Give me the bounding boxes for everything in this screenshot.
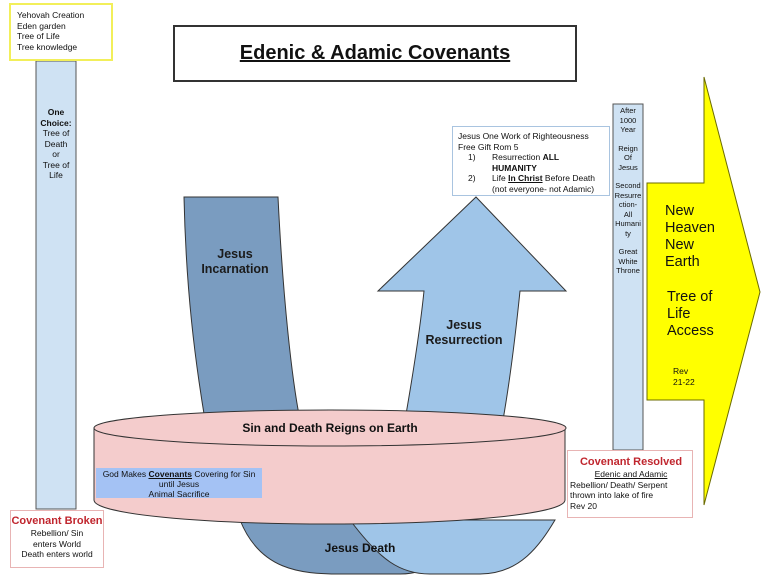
free-gift-box: Jesus One Work of Righteousness Free Gif…: [452, 126, 610, 196]
item-text-bold: HUMANITY: [492, 162, 537, 173]
arrow-line: New: [665, 237, 695, 253]
pillar-line: All: [623, 209, 633, 219]
arrow-line: Life: [667, 306, 691, 322]
yellow-arrow-shape: [646, 76, 761, 506]
pillar-line: 1000: [619, 115, 637, 125]
gift-item: 1) Resurrection ALL HUMANITY: [458, 152, 604, 173]
item-text-plain: Life: [492, 173, 509, 183]
label-line: Resurrection: [425, 333, 503, 347]
pillar-line: Throne: [616, 266, 640, 275]
page-title: Edenic & Adamic Covenants: [239, 42, 511, 64]
covenant-broken-box: Covenant Broken Rebellion/ Sin enters Wo…: [10, 510, 104, 568]
right-pillar-text: After 1000 Year Reign Of Jesus Second Re…: [613, 106, 643, 276]
covenant-resolved-box: Covenant Resolved Edenic and Adamic Rebe…: [567, 450, 693, 518]
item-text-bold: In Christ: [508, 173, 543, 183]
cov-line: Rebellion/ Sin: [30, 528, 84, 538]
incarnation-band: [183, 196, 301, 421]
note-line: until Jesus: [158, 479, 200, 489]
cov-line: Rev 20: [570, 500, 597, 511]
pillar-line: Tree of: [42, 128, 70, 138]
arrow-line: Tree of: [667, 289, 713, 305]
tree-of-life-text: Tree of Life Access: [667, 289, 714, 340]
arrow-line: 21-22: [673, 377, 695, 387]
cylinder-top: [93, 409, 567, 447]
pillar-line: Resurre: [614, 190, 642, 200]
pillar-line: Year: [620, 125, 636, 134]
creation-line: Tree of Life: [17, 31, 60, 41]
item-number: 2): [468, 173, 476, 183]
cov-line: Death enters world: [21, 549, 93, 559]
pillar-line: Life: [49, 170, 63, 180]
pillar-line: ction-: [618, 200, 638, 209]
pillar-line: Great: [618, 247, 638, 256]
label-line: Jesus: [217, 247, 253, 261]
pillar-line: ty: [625, 228, 631, 238]
label-line: Incarnation: [201, 262, 269, 276]
covenant-note: God Makes Covenants Covering for Sin unt…: [96, 468, 262, 499]
covenant-resolved-title: Covenant Resolved: [579, 456, 683, 468]
pillar-line: Tree of: [42, 159, 70, 170]
pillar-line: One: [47, 107, 65, 117]
left-pillar-text: One Choice: Tree of Death or Tree of Lif…: [36, 107, 76, 181]
creation-line: Eden garden: [17, 20, 66, 31]
cov-line: enters World: [32, 538, 82, 549]
pillar-line: Second: [615, 181, 641, 190]
new-heaven-text: New Heaven New Earth: [665, 203, 715, 271]
pillar-line: Reign: [618, 143, 638, 153]
item-text-plain: Resurrection: [492, 152, 543, 162]
note-line: Animal Sacrifice: [148, 489, 210, 499]
arrow-line: Rev: [673, 366, 689, 376]
incarnation-label: Jesus Incarnation: [190, 247, 280, 277]
arrow-line: Access: [667, 323, 714, 339]
title-box: Edenic & Adamic Covenants: [173, 25, 577, 82]
right-pillar: [612, 103, 644, 451]
creation-box: Yehovah Creation Eden garden Tree of Lif…: [9, 3, 113, 61]
cov-line: Rebellion/ Death/ Serpent: [570, 479, 668, 490]
creation-line: Tree knowledge: [17, 41, 78, 52]
pillar-line: Jesus: [618, 162, 638, 172]
pillar-line: Choice:: [40, 117, 72, 128]
rev-ref-text: Rev 21-22: [673, 366, 695, 388]
pillar-line: Death: [44, 138, 68, 149]
pillar-line: After: [620, 106, 636, 115]
gift-item: 2) Life In Christ Before Death(not every…: [458, 173, 604, 194]
gift-line: Jesus One Work of Righteousness: [458, 131, 589, 141]
left-pillar: [35, 60, 77, 510]
item-text: Life In Christ Before Death(not everyone…: [492, 173, 595, 194]
pillar-line: White: [618, 256, 638, 266]
label-line: Jesus: [446, 318, 482, 332]
death-light-lobe: [348, 519, 556, 575]
death-label: Jesus Death: [324, 541, 396, 555]
note-text: Covering for Sin: [191, 469, 256, 479]
creation-line: Yehovah Creation: [17, 10, 85, 20]
arrow-line: Heaven: [665, 220, 715, 236]
item-text-bold: ALL: [542, 152, 560, 162]
cov-subtitle: Edenic and Adamic: [594, 469, 668, 479]
note-text-bold: Covenants: [148, 469, 192, 479]
item-text-plain: (not everyone- not Adamic): [492, 183, 595, 194]
covenant-broken-title: Covenant Broken: [11, 515, 103, 527]
cov-line: thrown into lake of fire: [570, 490, 654, 500]
resurrection-arrow-shape: [376, 196, 568, 421]
pillar-line: or: [52, 149, 60, 159]
resurrection-label: Jesus Resurrection: [418, 318, 510, 348]
cylinder-label: Sin and Death Reigns on Earth: [242, 421, 418, 435]
pillar-line: Humani: [615, 219, 641, 228]
pillar-line: Of: [624, 153, 632, 162]
item-text-plain: Before Death: [542, 173, 596, 183]
item-text: Resurrection ALL HUMANITY: [492, 152, 559, 173]
arrow-line: New: [665, 203, 695, 219]
cylinder-body: [93, 427, 566, 525]
item-number: 1): [468, 152, 476, 162]
note-line: God Makes Covenants Covering for Sin: [96, 469, 262, 479]
note-text: God Makes: [102, 469, 149, 479]
arrow-line: Earth: [665, 254, 700, 270]
gift-line: Free Gift Rom 5: [458, 141, 519, 152]
